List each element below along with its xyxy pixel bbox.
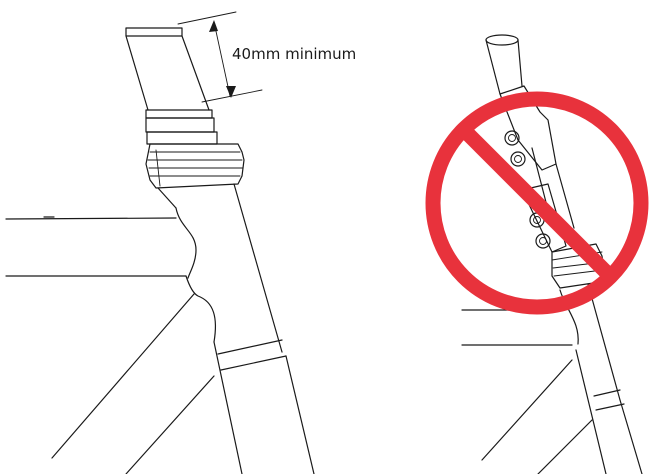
frame-tubes-incorrect [461,309,593,474]
down-tube-lower-incorrect [537,419,593,474]
steerer-top-cap [125,27,183,37]
head-tube-band-top [217,339,283,355]
down-tube-upper [51,293,195,459]
down-tube-lower [125,375,215,474]
dimension-arrow-icon [213,21,231,97]
headset-stack [145,109,245,189]
head-tube-band-bottom-incorrect [595,403,625,411]
top-tube-upper [5,217,177,220]
steerer-top-cap-incorrect [485,34,519,46]
head-tube [157,183,315,474]
head-tube-incorrect [559,283,643,474]
steerer-tube-incorrect [485,34,523,95]
bolt-icon [535,233,551,249]
stem-clamp-upper [499,85,557,171]
headset-cup [145,143,245,189]
stem-clamp [499,85,575,253]
dimension-marker: 40mm minimum [177,11,356,103]
head-tube-band-bottom [220,355,287,371]
incorrect-installation [425,34,649,474]
minimum-length-label: 40mm minimum [232,45,356,63]
frame-tubes [5,216,217,474]
head-tube-band-top-incorrect [593,389,621,397]
down-tube-upper-incorrect [481,359,573,461]
stem-clamp-lower [521,183,567,253]
bolt-icon [504,130,520,146]
prohibition-sign-icon [425,91,649,315]
spacer-lower [146,131,218,145]
bolt-icon [510,151,526,167]
spacer-middle [145,117,215,133]
steerer-tube [125,27,210,111]
correct-installation: 40mm minimum [5,11,356,474]
spacer-top [145,109,213,119]
